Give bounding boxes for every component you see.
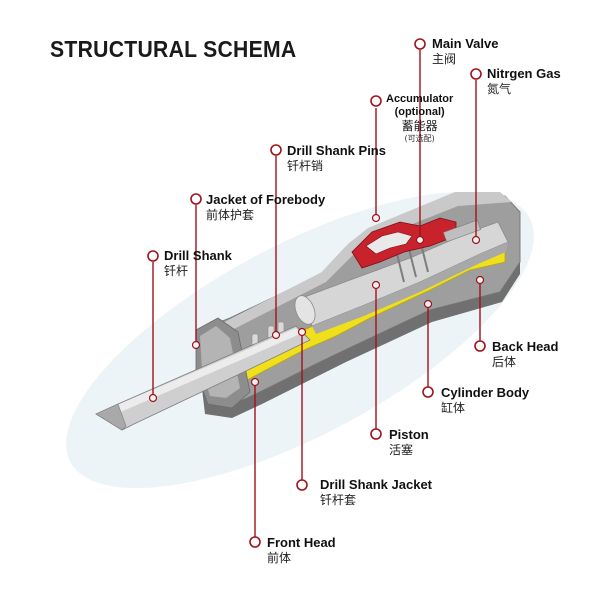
main-valve-inner — [365, 231, 413, 255]
label-jacket-forebody-cn: 前体护套 — [206, 208, 255, 222]
label-back-head-cn: 后体 — [492, 355, 517, 369]
label-accumulator-small: (可选配) — [404, 134, 435, 143]
label-drill-shank-pins-cn: 钎杆销 — [287, 159, 324, 173]
label-jacket-forebody-en: Jacket of Forebody — [206, 192, 326, 207]
marker-cylinder-body — [422, 386, 434, 398]
label-drill-shank-cn: 钎杆 — [164, 264, 189, 278]
drill-shank-tip — [95, 403, 127, 431]
anchor-back-head — [475, 275, 485, 285]
marker-drill-shank-pins — [270, 144, 282, 156]
anchor-drill-shank — [148, 393, 158, 403]
label-main-valve-en: Main Valve — [432, 36, 499, 51]
label-jacket-forebody: Jacket of Forebody 前体护套 — [206, 192, 325, 223]
label-drill-shank-pins-en: Drill Shank Pins — [287, 143, 386, 158]
anchor-drill-shank-jacket — [297, 327, 307, 337]
label-drill-shank-pins: Drill Shank Pins 钎杆销 — [287, 143, 386, 174]
anchor-drill-shank-pins — [271, 330, 281, 340]
label-cylinder-body-en: Cylinder Body — [441, 385, 530, 400]
drill-shank-highlight — [110, 328, 300, 414]
label-main-valve: Main Valve 主阀 — [432, 36, 498, 67]
label-back-head: Back Head 后体 — [492, 339, 558, 370]
label-nitrogen-gas-cn: 氮气 — [487, 82, 512, 96]
marker-back-head — [474, 340, 486, 352]
leader-lines — [152, 50, 481, 540]
marker-drill-shank — [147, 250, 159, 262]
label-front-head-cn: 前体 — [267, 551, 292, 565]
breaker-assembly — [95, 192, 521, 431]
anchor-accumulator — [371, 213, 381, 223]
page-title: STRUCTURAL SCHEMA — [50, 36, 297, 62]
label-front-head: Front Head 前体 — [267, 535, 336, 566]
anchor-main-valve — [415, 235, 425, 245]
label-markers — [147, 38, 486, 548]
label-accumulator-sub: (optional) — [394, 106, 445, 118]
label-drill-shank: Drill Shank 钎杆 — [164, 248, 232, 279]
label-piston: Piston 活塞 — [389, 427, 429, 458]
anchor-nitrogen-gas — [471, 235, 481, 245]
marker-nitrogen-gas — [470, 68, 482, 80]
label-accumulator-cn: 蓄能器 — [401, 119, 438, 133]
anchor-jacket-forebody — [191, 340, 201, 350]
marker-front-head — [249, 536, 261, 548]
body-top-face — [210, 192, 512, 338]
marker-piston — [370, 428, 382, 440]
piston-ring — [395, 249, 405, 283]
anchor-front-head — [250, 377, 260, 387]
marker-main-valve — [414, 38, 426, 50]
label-nitrogen-gas-en: Nitrgen Gas — [487, 66, 561, 81]
label-cylinder-body-cn: 缸体 — [441, 401, 466, 415]
label-nitrogen-gas: Nitrgen Gas 氮气 — [487, 66, 561, 97]
label-main-valve-cn: 主阀 — [432, 52, 457, 66]
marker-accumulator — [370, 95, 382, 107]
marker-jacket-forebody — [190, 193, 202, 205]
anchor-cylinder-body — [423, 299, 433, 309]
nitrogen-chamber — [442, 219, 482, 243]
label-piston-en: Piston — [389, 427, 429, 442]
label-drill-shank-jacket-cn: 钎杆套 — [320, 493, 357, 507]
label-drill-shank-jacket: Drill Shank Jacket 钎杆套 — [320, 477, 432, 508]
label-cylinder-body: Cylinder Body 缸体 — [441, 385, 529, 416]
label-drill-shank-en: Drill Shank — [164, 248, 232, 263]
marker-drill-shank-jacket — [296, 479, 308, 491]
anchor-dots — [148, 213, 485, 403]
anchor-piston — [371, 280, 381, 290]
label-front-head-en: Front Head — [267, 535, 336, 550]
piston-shade — [312, 242, 508, 334]
label-accumulator: Accumulator (optional) 蓄能器 (可选配) — [386, 93, 453, 144]
label-back-head-en: Back Head — [492, 339, 559, 354]
label-piston-cn: 活塞 — [389, 443, 414, 457]
label-accumulator-en: Accumulator — [386, 93, 454, 105]
label-drill-shank-jacket-en: Drill Shank Jacket — [320, 477, 432, 492]
piston-end — [294, 295, 316, 325]
